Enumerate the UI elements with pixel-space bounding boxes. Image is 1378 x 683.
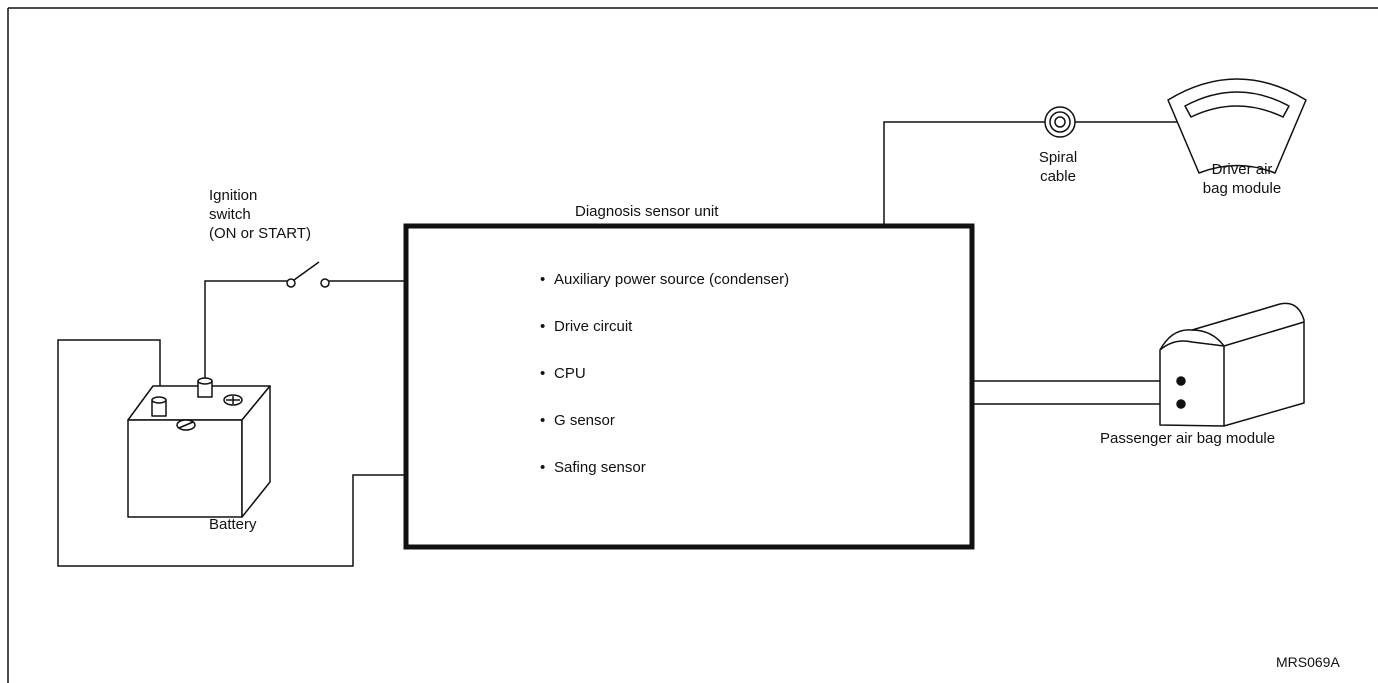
unit-item-safing-sensor: •Safing sensor: [540, 459, 646, 476]
spiral-label-line-2: cable: [1040, 168, 1076, 185]
ignition-label-line-3: (ON or START): [209, 225, 311, 242]
ignition-switch-symbol: [286, 261, 330, 288]
driver-label-line-1: Driver air: [1211, 161, 1273, 178]
unit-item-text: CPU: [554, 365, 586, 382]
driver-airbag-module-icon: [1167, 78, 1307, 174]
spiral-label-line-1: Spiral: [1038, 149, 1078, 166]
battery-label: Battery: [209, 516, 257, 533]
spiral-cable-icon: [1044, 106, 1076, 138]
unit-item-text: Auxiliary power source (condenser): [554, 271, 790, 288]
unit-item-g-sensor: •G sensor: [540, 412, 615, 429]
ignition-switch-label: Ignition switch (ON or START): [209, 186, 311, 243]
diagnosis-sensor-unit-box: [403, 223, 975, 550]
wiring-lines: [57, 121, 1182, 567]
page-frame: [7, 7, 1378, 683]
ignition-label-line-2: switch: [209, 206, 251, 223]
unit-item-drive-circuit: •Drive circuit: [540, 318, 633, 335]
driver-label-line-2: bag module: [1202, 180, 1282, 197]
spiral-cable-label: Spiral cable: [1028, 148, 1088, 186]
unit-item-text: Safing sensor: [554, 459, 646, 476]
passenger-airbag-label: Passenger air bag module: [1100, 430, 1276, 447]
unit-item-cpu: •CPU: [540, 365, 586, 382]
driver-airbag-label: Driver air bag module: [1192, 160, 1292, 198]
unit-item-auxiliary-power-source: •Auxiliary power source (condenser): [540, 271, 790, 288]
unit-item-text: Drive circuit: [554, 318, 633, 335]
diagnosis-sensor-unit-title: Diagnosis sensor unit: [575, 203, 719, 220]
ignition-label-line-1: Ignition: [209, 187, 258, 204]
figure-id-label: MRS069A: [1276, 654, 1340, 670]
passenger-airbag-module-icon: [1159, 302, 1305, 427]
unit-item-text: G sensor: [554, 412, 615, 429]
battery-icon: [127, 377, 271, 518]
